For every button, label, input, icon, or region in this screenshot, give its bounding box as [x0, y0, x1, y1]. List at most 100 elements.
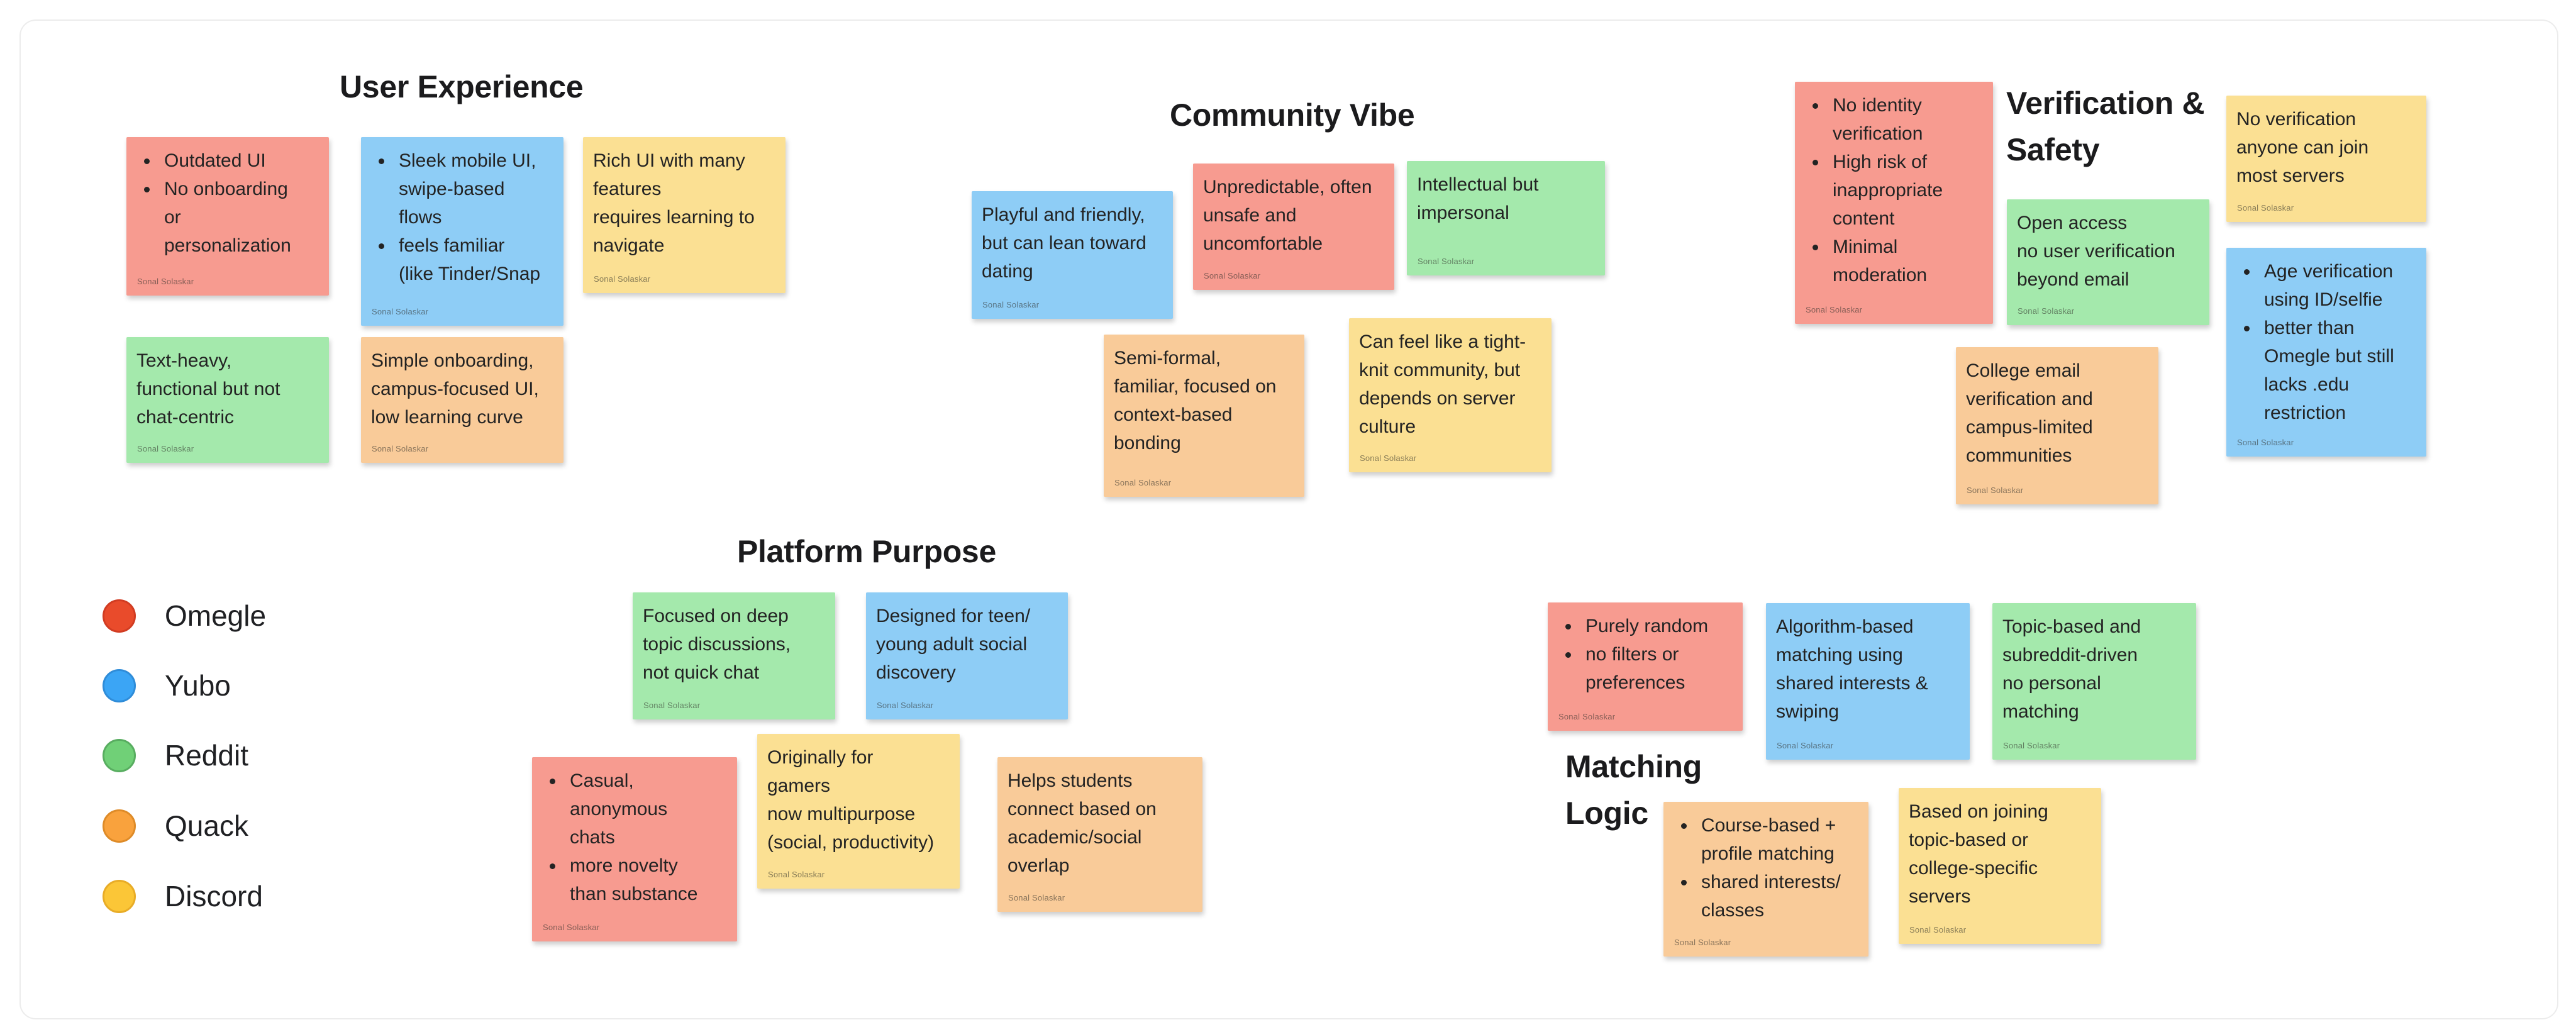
sticky-note-college-email[interactable]: College email verification and campus-li…: [1956, 347, 2158, 504]
sticky-note-course-based[interactable]: Course-based + profile matchingshared in…: [1663, 802, 1868, 957]
sticky-note-rich-ui[interactable]: Rich UI with many features requires lear…: [583, 137, 786, 293]
note-bullet-list: Age verification using ID/selfiebetter t…: [2236, 257, 2416, 427]
sticky-note-unpredictable[interactable]: Unpredictable, often unsafe and uncomfor…: [1193, 164, 1394, 290]
omegle-color-dot-icon: [103, 599, 136, 633]
sticky-note-sleek-mobile-ui[interactable]: Sleek mobile UI, swipe-based flowsfeels …: [361, 137, 564, 326]
note-bullet-item: better than Omegle but still lacks .edu …: [2259, 314, 2416, 427]
note-bullet-item: Purely random: [1580, 612, 1733, 640]
note-bullet-list: Sleek mobile UI, swipe-based flowsfeels …: [371, 147, 553, 288]
sticky-note-originally-gamers[interactable]: Originally for gamers now multipurpose (…: [757, 734, 960, 889]
note-text: College email verification and campus-li…: [1966, 360, 2093, 466]
note-author: Sonal Solaskar: [2237, 203, 2294, 213]
legend-label-discord: Discord: [165, 880, 263, 913]
sticky-note-helps-students[interactable]: Helps students connect based on academic…: [997, 757, 1202, 912]
note-text: Focused on deep topic discussions, not q…: [643, 606, 791, 683]
note-bullet-item: High risk of inappropriate content: [1828, 148, 1983, 233]
note-author: Sonal Solaskar: [543, 923, 600, 932]
note-author: Sonal Solaskar: [1360, 453, 1417, 463]
note-author: Sonal Solaskar: [1806, 305, 1863, 314]
note-author: Sonal Solaskar: [1008, 893, 1065, 902]
sticky-note-simple-onboarding[interactable]: Simple onboarding, campus-focused UI, lo…: [361, 337, 564, 463]
note-bullet-list: Casual, anonymous chatsmore novelty than…: [542, 767, 727, 908]
sticky-note-semi-formal[interactable]: Semi-formal, familiar, focused on contex…: [1104, 335, 1304, 497]
sticky-note-tight-knit[interactable]: Can feel like a tight- knit community, b…: [1349, 318, 1552, 472]
note-text: Can feel like a tight- knit community, b…: [1359, 331, 1526, 437]
section-title-verification-safety: Verification & Safety: [2006, 86, 2205, 167]
section-title-community-vibe: Community Vibe: [1170, 97, 1415, 133]
sticky-note-no-verification[interactable]: No verification anyone can join most ser…: [2226, 96, 2426, 222]
legend-label-reddit: Reddit: [165, 739, 248, 772]
legend-item-discord: Discord: [103, 879, 263, 913]
note-text: Playful and friendly, but can lean towar…: [982, 204, 1146, 282]
sticky-note-purely-random[interactable]: Purely randomno filters or preferencesSo…: [1548, 602, 1743, 731]
discord-color-dot-icon: [103, 879, 136, 913]
note-author: Sonal Solaskar: [1674, 938, 1731, 947]
sticky-note-outdated-ui[interactable]: Outdated UINo onboarding or personalizat…: [126, 137, 329, 296]
note-author: Sonal Solaskar: [2018, 306, 2075, 316]
note-author: Sonal Solaskar: [982, 300, 1040, 309]
legend-item-reddit: Reddit: [103, 738, 248, 772]
note-author: Sonal Solaskar: [137, 444, 194, 453]
reddit-color-dot-icon: [103, 738, 136, 772]
section-title-user-experience: User Experience: [340, 69, 584, 104]
note-text: Unpredictable, often unsafe and uncomfor…: [1203, 177, 1372, 254]
note-bullet-item: shared interests/ classes: [1696, 868, 1858, 924]
note-bullet-item: Outdated UI: [159, 147, 319, 175]
note-author: Sonal Solaskar: [372, 444, 429, 453]
legend-label-omegle: Omegle: [165, 599, 267, 632]
note-author: Sonal Solaskar: [1909, 925, 1967, 935]
note-bullet-item: Course-based + profile matching: [1696, 811, 1858, 868]
note-bullet-item: Minimal moderation: [1828, 233, 1983, 289]
sticky-note-topic-subreddit[interactable]: Topic-based and subreddit-driven no pers…: [1992, 603, 2196, 760]
legend-item-quack: Quack: [103, 809, 248, 843]
note-text: Text-heavy, functional but not chat-cent…: [136, 350, 280, 428]
note-author: Sonal Solaskar: [1558, 712, 1616, 721]
legend-item-omegle: Omegle: [103, 599, 266, 633]
sticky-note-algorithm-matching[interactable]: Algorithm-based matching using shared in…: [1766, 603, 1970, 760]
note-text: Designed for teen/ young adult social di…: [876, 606, 1031, 683]
sticky-note-topic-college-servers[interactable]: Based on joining topic-based or college-…: [1899, 788, 2101, 944]
note-text: Algorithm-based matching using shared in…: [1776, 616, 1928, 722]
sticky-note-casual-anonymous[interactable]: Casual, anonymous chatsmore novelty than…: [532, 757, 737, 941]
note-author: Sonal Solaskar: [877, 701, 934, 710]
note-text: No verification anyone can join most ser…: [2236, 109, 2369, 186]
note-author: Sonal Solaskar: [1777, 741, 1834, 750]
legend-label-yubo: Yubo: [165, 669, 231, 702]
sticky-note-no-identity-verification[interactable]: No identity verificationHigh risk of ina…: [1795, 82, 1993, 324]
note-bullet-list: Outdated UINo onboarding or personalizat…: [136, 147, 319, 260]
note-bullet-item: No identity verification: [1828, 91, 1983, 148]
section-title-platform-purpose: Platform Purpose: [737, 534, 996, 569]
note-author: Sonal Solaskar: [2237, 438, 2294, 447]
note-text: Semi-formal, familiar, focused on contex…: [1114, 348, 1277, 453]
note-bullet-item: Sleek mobile UI, swipe-based flows: [394, 147, 553, 231]
note-bullet-item: feels familiar (like Tinder/Snap: [394, 231, 553, 288]
note-text: Originally for gamers now multipurpose (…: [767, 747, 935, 853]
note-bullet-list: No identity verificationHigh risk of ina…: [1805, 91, 1983, 289]
sticky-note-open-access[interactable]: Open access no user verification beyond …: [2007, 199, 2209, 325]
sticky-note-deep-discussions[interactable]: Focused on deep topic discussions, not q…: [633, 592, 835, 719]
note-text: Intellectual but impersonal: [1417, 174, 1539, 223]
note-text: Open access no user verification beyond …: [2017, 213, 2175, 290]
note-bullet-item: Casual, anonymous chats: [565, 767, 727, 852]
sticky-note-text-heavy[interactable]: Text-heavy, functional but not chat-cent…: [126, 337, 329, 463]
sticky-note-teen-social-discovery[interactable]: Designed for teen/ young adult social di…: [866, 592, 1068, 719]
section-title-matching-logic: Matching Logic: [1565, 749, 1702, 831]
note-author: Sonal Solaskar: [643, 701, 701, 710]
note-text: Based on joining topic-based or college-…: [1909, 801, 2048, 907]
note-text: Rich UI with many features requires lear…: [593, 150, 755, 256]
note-text: Helps students connect based on academic…: [1008, 770, 1157, 876]
yubo-color-dot-icon: [103, 669, 136, 702]
note-bullet-item: no filters or preferences: [1580, 640, 1733, 697]
note-author: Sonal Solaskar: [1114, 478, 1172, 487]
note-author: Sonal Solaskar: [1967, 485, 2024, 495]
sticky-note-playful-friendly[interactable]: Playful and friendly, but can lean towar…: [972, 191, 1173, 319]
sticky-note-age-verification[interactable]: Age verification using ID/selfiebetter t…: [2226, 248, 2426, 457]
note-bullet-item: more novelty than substance: [565, 852, 727, 908]
note-author: Sonal Solaskar: [594, 274, 651, 284]
note-author: Sonal Solaskar: [768, 870, 825, 879]
note-bullet-item: No onboarding or personalization: [159, 175, 319, 260]
note-text: Topic-based and subreddit-driven no pers…: [2002, 616, 2141, 722]
note-author: Sonal Solaskar: [372, 307, 429, 316]
